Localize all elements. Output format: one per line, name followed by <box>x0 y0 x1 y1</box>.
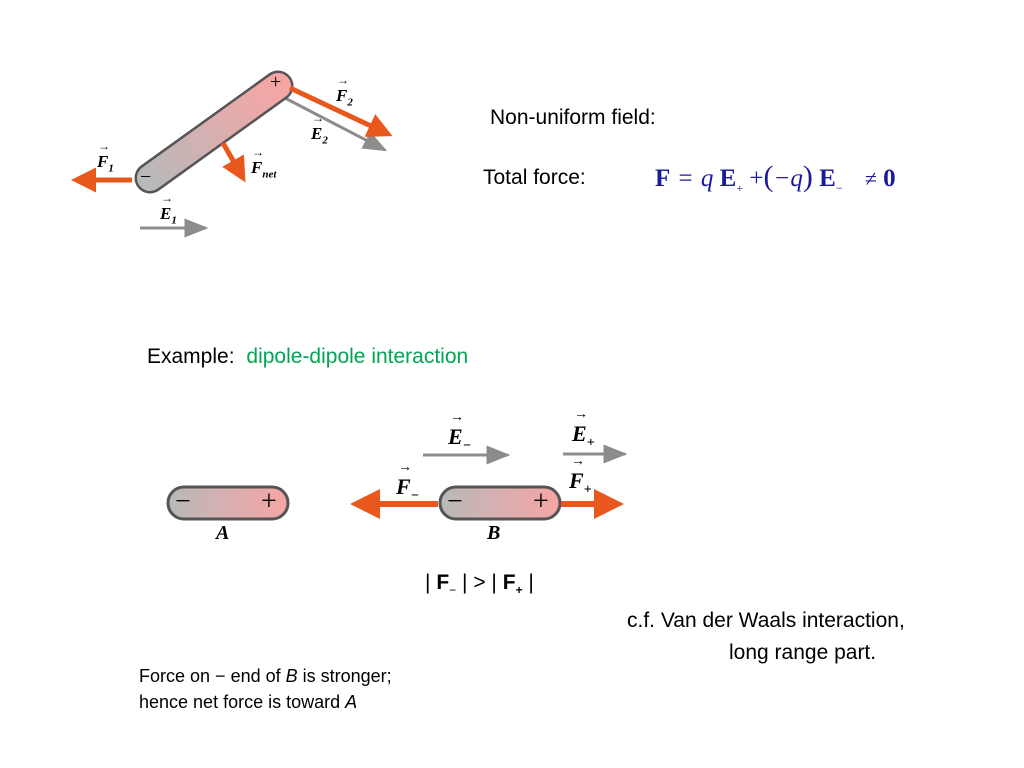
eq-E-minus: E <box>819 165 836 192</box>
cmp-F2: F <box>502 571 516 594</box>
cmp-bar4: | <box>528 571 534 594</box>
dipole-a-label: A <box>216 522 230 544</box>
e-minus-label: →E− <box>448 410 472 454</box>
cmp-bar1: | <box>425 571 431 594</box>
tilted-dipole-body <box>137 73 291 191</box>
e-minus-sub: − <box>462 438 472 454</box>
e-minus-letter: E <box>448 424 463 449</box>
expl1-minus: − <box>215 666 226 686</box>
f2-label-sub: 2 <box>347 96 353 109</box>
total-force-label: Total force: <box>483 166 586 189</box>
dipole-pair-figure <box>166 444 628 521</box>
example-label: Example: <box>147 345 235 368</box>
f-minus-label: →F− <box>396 460 420 504</box>
eq-neq: ≠ <box>864 166 877 191</box>
total-force-equation: F = q E+ +(−q) E− ≠ 0 <box>655 160 896 196</box>
f1-label-letter: F <box>97 152 109 171</box>
fnet-label-sub: net <box>262 168 277 181</box>
cmp-F1-sub: − <box>449 583 457 598</box>
e1-label-letter: E <box>160 204 172 223</box>
top-dipole-plus-sign: + <box>270 71 282 93</box>
dipole-b-minus-sign: − <box>447 486 463 517</box>
e2-label: →E2 <box>311 111 328 147</box>
f-plus-letter: F <box>569 468 584 493</box>
cf-note-line2: long range part. <box>729 641 877 664</box>
e-plus-letter: E <box>572 421 587 446</box>
example-line: Example: dipole-dipole interaction <box>147 345 468 369</box>
e-plus-label: →E+ <box>572 407 595 451</box>
explanation-line2: hence net force is toward A <box>139 692 357 713</box>
f2-label-letter: F <box>336 86 348 105</box>
tilted-dipole-figure <box>71 70 393 238</box>
example-topic: dipole-dipole interaction <box>246 345 469 368</box>
force-magnitude-comparison: | F− | > | F+ | <box>425 571 534 597</box>
eq-rparen: ) <box>802 160 813 193</box>
cmp-bar3: | <box>491 571 497 594</box>
dipole-b-plus-sign: + <box>533 486 549 517</box>
dipole-a-body <box>166 485 290 521</box>
cf-note-line1: c.f. Van der Waals interaction, <box>627 609 905 632</box>
eq-E-plus: E <box>719 165 737 192</box>
cmp-bar2: | <box>462 571 468 594</box>
f-plus-sub: + <box>583 482 592 498</box>
f2-force-arrow <box>288 85 393 137</box>
eq-neg-q: −q <box>773 165 803 192</box>
expl1-B: B <box>285 666 298 686</box>
top-dipole-minus-sign: − <box>140 166 152 188</box>
f1-label-sub: 1 <box>108 162 114 175</box>
eq-lparen: ( <box>763 160 774 193</box>
cmp-F2-sub: + <box>515 583 523 598</box>
f-plus-label: →F+ <box>569 454 592 498</box>
fnet-force-arrow <box>220 141 246 183</box>
f2-label: →F2 <box>336 73 353 109</box>
cmp-F1: F <box>436 571 450 594</box>
e-plus-sub: + <box>586 435 595 451</box>
eq-zero: 0 <box>883 165 896 192</box>
e1-label-sub: 1 <box>171 214 177 227</box>
expl1-b: end of <box>225 666 286 686</box>
e2-label-letter: E <box>311 124 323 143</box>
e2-field-arrow <box>282 95 388 152</box>
cmp-gt: > <box>473 571 486 594</box>
expl2-a: hence net force is toward <box>139 692 346 712</box>
eq-E-plus-sub: + <box>736 181 744 195</box>
eq-equals: = <box>678 165 693 192</box>
expl1-c: is stronger; <box>297 666 392 686</box>
eq-q: q <box>700 165 714 192</box>
eq-E-minus-sub: − <box>835 181 843 195</box>
nonuniform-field-heading: Non-uniform field: <box>490 106 656 129</box>
fnet-label-letter: F <box>251 158 263 177</box>
expl1-a: Force on <box>139 666 216 686</box>
dipole-a-plus-sign: + <box>261 486 277 517</box>
e2-label-sub: 2 <box>322 134 328 147</box>
dipole-b-body <box>438 485 562 521</box>
f1-label: →F1 <box>97 139 114 175</box>
dipole-b-label: B <box>487 522 501 544</box>
eq-F: F <box>655 165 671 192</box>
expl2-A: A <box>345 692 358 712</box>
f-minus-sub: − <box>410 488 420 504</box>
f-minus-letter: F <box>396 474 411 499</box>
e1-label: →E1 <box>160 191 177 227</box>
dipole-a-minus-sign: − <box>175 486 191 517</box>
fnet-label: →Fnet <box>251 145 277 181</box>
eq-plus: + <box>749 165 764 192</box>
explanation-line1: Force on − end of B is stronger; <box>139 666 392 687</box>
